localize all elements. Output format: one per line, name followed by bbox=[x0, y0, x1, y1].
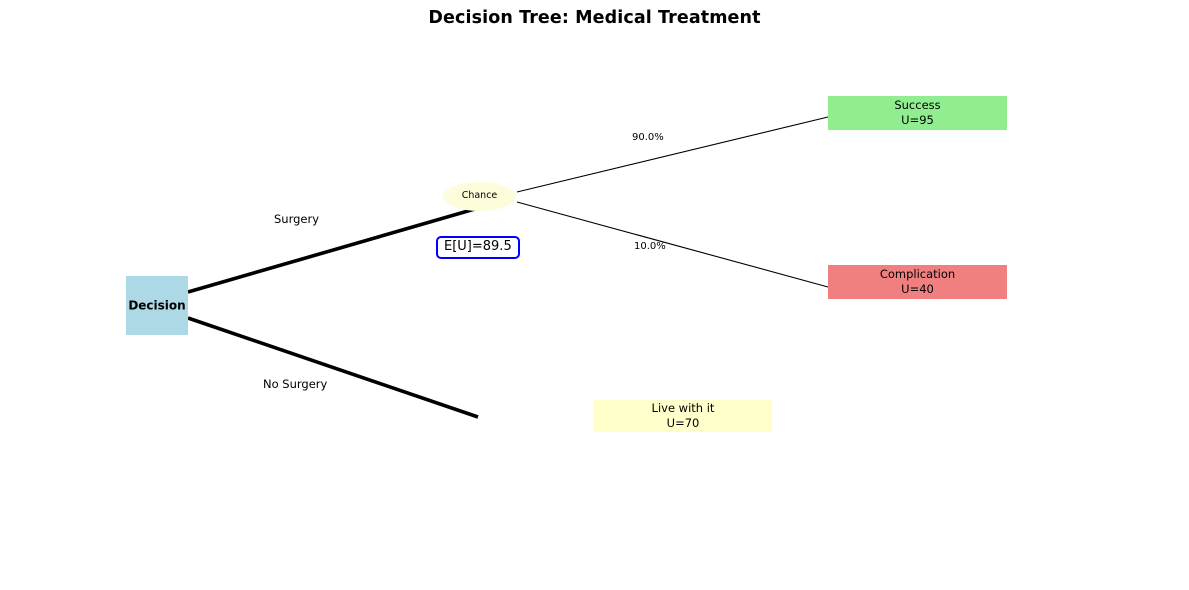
expected-utility-badge: E[U]=89.5 bbox=[436, 236, 520, 260]
edge-label-success-probability: 90.0% bbox=[632, 132, 664, 143]
edge-no-surgery bbox=[187, 316, 479, 419]
page-title: Decision Tree: Medical Treatment bbox=[428, 8, 761, 28]
node-live-with-it-label: Live with it bbox=[651, 401, 715, 416]
edge-label-complication-probability: 10.0% bbox=[634, 241, 666, 252]
edge-surgery bbox=[187, 196, 514, 294]
node-complication-utility: U=40 bbox=[901, 282, 934, 296]
node-complication-label: Complication bbox=[879, 267, 956, 282]
node-success[interactable]: Success U=95 bbox=[828, 96, 1007, 130]
node-decision-label: Decision bbox=[128, 297, 186, 312]
node-chance[interactable]: Chance bbox=[443, 182, 516, 211]
edge-label-no-surgery: No Surgery bbox=[263, 377, 328, 391]
node-decision[interactable]: Decision bbox=[126, 276, 188, 335]
edge-complication-branch bbox=[516, 201, 829, 288]
node-live-with-it-utility: U=70 bbox=[666, 416, 700, 430]
node-live-with-it[interactable]: Live with it U=70 bbox=[594, 400, 772, 432]
node-success-utility: U=95 bbox=[901, 113, 934, 127]
node-complication[interactable]: Complication U=40 bbox=[828, 265, 1007, 299]
edge-success-branch bbox=[516, 116, 829, 193]
edge-label-surgery: Surgery bbox=[274, 212, 320, 226]
node-success-label: Success bbox=[894, 98, 941, 113]
node-chance-label: Chance bbox=[461, 190, 498, 202]
